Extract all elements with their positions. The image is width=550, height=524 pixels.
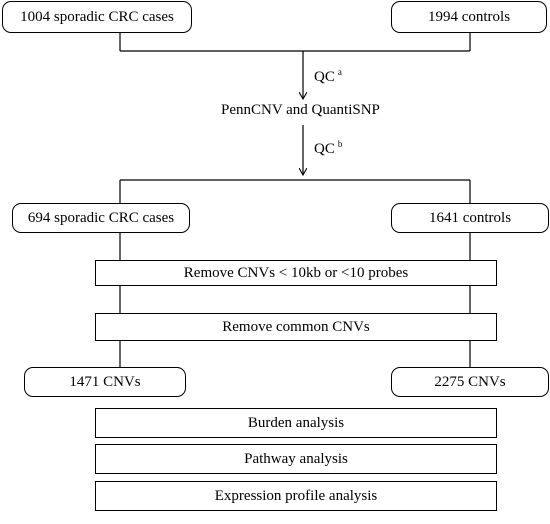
remove-small-cnvs-label: Remove CNVs < 10kb or <10 probes xyxy=(183,264,409,281)
expression-profile-analysis-label: Expression profile analysis xyxy=(214,487,378,504)
pathway-analysis-label: Pathway analysis xyxy=(244,450,348,467)
top-cases-box: 1004 sporadic CRC cases xyxy=(2,1,192,33)
top-controls-label: 1994 controls xyxy=(427,8,511,25)
after-qc-cases-label: 694 sporadic CRC cases xyxy=(27,209,175,226)
qc-b-mark: b xyxy=(337,139,343,149)
pathway-analysis-box: Pathway analysis xyxy=(95,444,497,474)
controls-cnvs-label: 2275 CNVs xyxy=(434,373,506,390)
remove-common-cnvs-label: Remove common CNVs xyxy=(222,318,370,335)
calling-step-text: PennCNV and QuantiSNP xyxy=(221,102,380,118)
remove-common-cnvs-box: Remove common CNVs xyxy=(95,313,497,341)
burden-analysis-box: Burden analysis xyxy=(95,408,497,438)
qc-a-mark: a xyxy=(337,67,342,77)
expression-profile-analysis-box: Expression profile analysis xyxy=(95,481,497,511)
after-qc-controls-label: 1641 controls xyxy=(428,209,512,226)
calling-step-label: PennCNV and QuantiSNP xyxy=(221,103,380,118)
remove-small-cnvs-box: Remove CNVs < 10kb or <10 probes xyxy=(95,260,497,286)
controls-cnvs-box: 2275 CNVs xyxy=(391,367,549,397)
burden-analysis-label: Burden analysis xyxy=(247,414,345,431)
cases-cnvs-box: 1471 CNVs xyxy=(24,367,186,397)
qc-a-text: QC xyxy=(314,69,335,85)
after-qc-cases-box: 694 sporadic CRC cases xyxy=(12,203,190,233)
top-controls-box: 1994 controls xyxy=(391,1,547,33)
after-qc-controls-box: 1641 controls xyxy=(391,203,549,233)
cases-cnvs-label: 1471 CNVs xyxy=(69,373,141,390)
qc-b-text: QC xyxy=(314,141,335,157)
top-cases-label: 1004 sporadic CRC cases xyxy=(20,8,174,25)
